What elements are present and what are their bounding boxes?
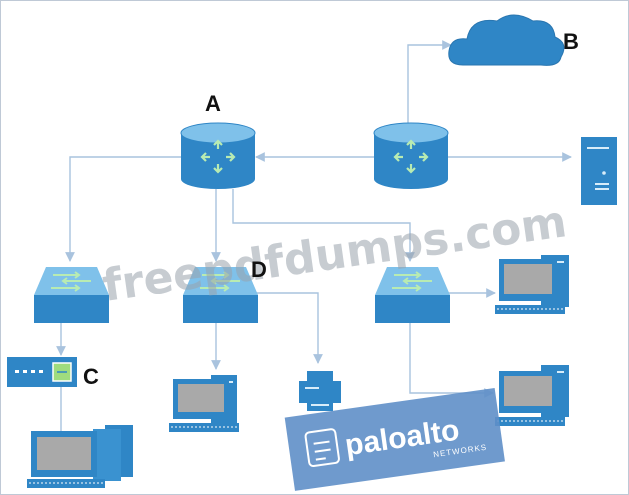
label-b: B — [563, 29, 579, 54]
desktop-right-bottom-icon — [495, 365, 569, 426]
modem-icon — [7, 357, 77, 387]
switch-right-icon — [375, 267, 450, 323]
switch-d-icon — [183, 267, 258, 323]
desktop-left-icon — [27, 425, 133, 488]
label-d: D — [251, 257, 267, 282]
server-icon — [581, 137, 617, 205]
printer-icon — [299, 371, 341, 411]
paloalto-logo: paloalto NETWORKS — [284, 388, 505, 491]
label-c: C — [83, 364, 99, 389]
connections — [56, 40, 572, 431]
link-router-a-switch-left — [65, 156, 181, 262]
cloud-icon — [448, 14, 565, 66]
paloalto-logo-mark — [304, 428, 340, 468]
link-switch-d-printer — [249, 292, 323, 364]
router-right-icon — [373, 122, 449, 189]
link-router-a-switch-right — [232, 189, 415, 262]
link-switch-right-desktop-right-bottom — [409, 323, 494, 398]
router-a-icon — [180, 122, 256, 189]
desktop-middle-icon — [169, 375, 239, 432]
label-a: A — [205, 91, 221, 116]
desktop-right-top-icon — [495, 255, 569, 314]
link-router-right-cloud — [407, 40, 452, 123]
switch-left-icon — [34, 267, 109, 323]
